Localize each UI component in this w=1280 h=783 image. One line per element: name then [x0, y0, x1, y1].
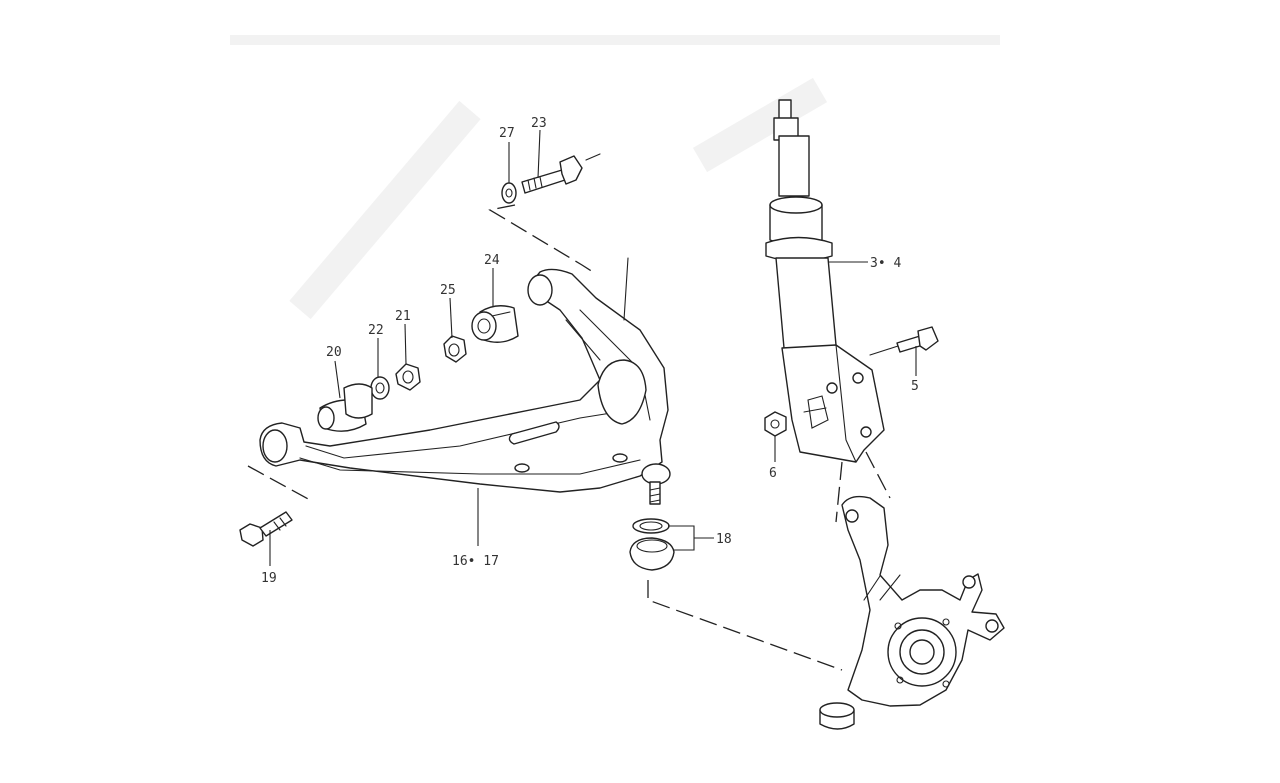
- callout-6: 6: [769, 466, 777, 481]
- assembly-lines: [247, 204, 891, 671]
- callout-22: 22: [368, 323, 384, 338]
- callout-5: 5: [911, 379, 919, 394]
- callout-25: 25: [440, 283, 456, 298]
- washer-27: [501, 182, 517, 204]
- background-artifacts: [230, 35, 1000, 320]
- bushing-20: [317, 383, 373, 432]
- bolt-23: [521, 153, 601, 194]
- nut-25: [443, 335, 467, 363]
- washer-22: [370, 376, 390, 400]
- callout-3-4: 3• 4: [870, 256, 901, 271]
- seal-18: [629, 518, 675, 571]
- callout-18: 18: [716, 532, 732, 547]
- callout-labels: 27 23 24 25 21 22 20 3• 4 5 6 18 16• 17 …: [261, 116, 919, 586]
- callout-24: 24: [484, 253, 500, 268]
- callout-27: 27: [499, 126, 515, 141]
- callout-20: 20: [326, 345, 342, 360]
- bushing-24: [471, 305, 519, 343]
- callout-21: 21: [395, 309, 411, 324]
- strut-assembly: [765, 99, 885, 463]
- bolt-5: [869, 326, 939, 356]
- callout-19: 19: [261, 571, 277, 586]
- bolt-19: [239, 511, 293, 547]
- callout-23: 23: [531, 116, 547, 131]
- steering-knuckle: [819, 495, 1005, 730]
- nut-21: [395, 363, 421, 391]
- leader-lines: [269, 129, 917, 566]
- lower-control-arm: [259, 257, 671, 505]
- nut-6: [764, 411, 787, 437]
- callout-16-17: 16• 17: [452, 554, 499, 569]
